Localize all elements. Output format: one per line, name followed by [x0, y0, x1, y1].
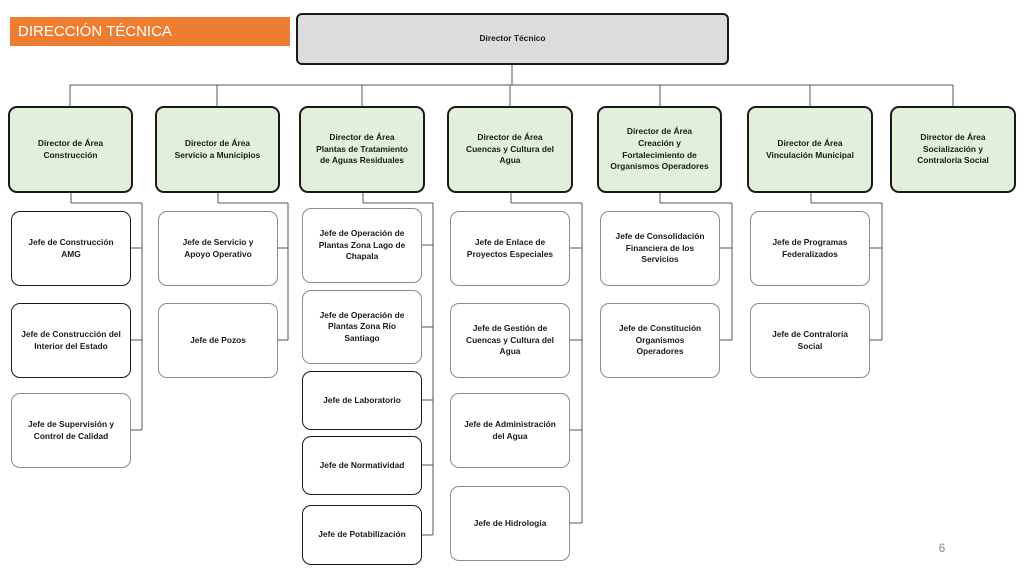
node-jefe-consolidacion-financiera: Jefe de Consolidación Financiera de los …: [600, 211, 720, 286]
node-label: Jefe de Potabilización: [318, 529, 406, 540]
node-jefe-construccion-amg: Jefe de Construcción AMG: [11, 211, 131, 286]
node-label: Director de Área Creación y Fortalecimie…: [610, 126, 709, 172]
node-label: Jefe de Servicio y Apoyo Operativo: [182, 236, 254, 259]
node-label: Director de Área Cuencas y Cultura del A…: [466, 132, 554, 166]
node-director-cuencas: Director de Área Cuencas y Cultura del A…: [447, 106, 573, 193]
page-number: 6: [938, 541, 946, 555]
node-jefe-servicio-apoyo: Jefe de Servicio y Apoyo Operativo: [158, 211, 278, 286]
node-label: Jefe de Laboratorio: [323, 394, 401, 405]
node-label: Director de Área Plantas de Tratamiento …: [316, 132, 408, 166]
node-jefe-plantas-chapala: Jefe de Operación de Plantas Zona Lago d…: [302, 208, 422, 283]
node-director-servicio-municipios: Director de Área Servicio a Municipios: [155, 106, 280, 193]
node-label: Jefe de Constitución Organismos Operador…: [618, 323, 702, 357]
node-director-socializacion: Director de Área Socialización y Contral…: [890, 106, 1016, 193]
node-label: Jefe de Programas Federalizados: [772, 236, 848, 259]
node-label: Jefe de Operación de Plantas Zona Lago d…: [318, 228, 406, 262]
node-jefe-enlace-proyectos: Jefe de Enlace de Proyectos Especiales: [450, 211, 570, 286]
node-jefe-supervision-calidad: Jefe de Supervisión y Control de Calidad: [11, 393, 131, 468]
node-label: Jefe de Consolidación Financiera de los …: [615, 231, 705, 265]
node-jefe-normatividad: Jefe de Normatividad: [302, 436, 422, 495]
node-jefe-laboratorio: Jefe de Laboratorio: [302, 371, 422, 430]
node-label: Director de Área Vinculación Municipal: [766, 137, 854, 160]
node-jefe-hidrologia: Jefe de Hidrología: [450, 486, 570, 561]
node-label: Director de Área Servicio a Municipios: [174, 137, 261, 160]
node-label: Jefe de Contraloría Social: [772, 328, 848, 351]
node-label: Director de Área Socialización y Contral…: [917, 132, 989, 166]
node-jefe-constitucion-organismos: Jefe de Constitución Organismos Operador…: [600, 303, 720, 378]
node-label: Director de Área Construcción: [37, 137, 104, 160]
node-director-tecnico: Director Técnico: [296, 13, 729, 65]
node-jefe-potabilizacion: Jefe de Potabilización: [302, 505, 422, 565]
node-jefe-contraloria-social: Jefe de Contraloría Social: [750, 303, 870, 378]
node-director-tecnico-label: Director Técnico: [479, 33, 546, 44]
node-director-vinculacion-municipal: Director de Área Vinculación Municipal: [747, 106, 873, 193]
node-director-construccion: Director de Área Construcción: [8, 106, 133, 193]
node-jefe-construccion-interior: Jefe de Construcción del Interior del Es…: [11, 303, 131, 378]
node-jefe-pozos: Jefe de Pozos: [158, 303, 278, 378]
node-label: Jefe de Supervisión y Control de Calidad: [27, 418, 115, 441]
node-label: Jefe de Administración del Agua: [464, 418, 556, 441]
node-label: Jefe de Pozos: [190, 334, 246, 345]
node-label: Jefe de Construcción del Interior del Es…: [21, 328, 121, 351]
node-director-organismos-operadores: Director de Área Creación y Fortalecimie…: [597, 106, 722, 193]
node-jefe-administracion-agua: Jefe de Administración del Agua: [450, 393, 570, 468]
node-label: Jefe de Hidrología: [473, 517, 547, 528]
node-label: Jefe de Operación de Plantas Zona Río Sa…: [319, 309, 405, 343]
page-title: DIRECCIÓN TÉCNICA: [10, 17, 290, 46]
node-label: Jefe de Construcción AMG: [28, 236, 114, 259]
node-jefe-gestion-cuencas: Jefe de Gestión de Cuencas y Cultura del…: [450, 303, 570, 378]
node-label: Jefe de Enlace de Proyectos Especiales: [466, 236, 554, 259]
node-director-plantas-tratamiento: Director de Área Plantas de Tratamiento …: [299, 106, 425, 193]
node-label: Jefe de Gestión de Cuencas y Cultura del…: [466, 323, 554, 357]
node-jefe-programas-federalizados: Jefe de Programas Federalizados: [750, 211, 870, 286]
node-label: Jefe de Normatividad: [319, 459, 405, 470]
node-jefe-plantas-santiago: Jefe de Operación de Plantas Zona Río Sa…: [302, 290, 422, 364]
